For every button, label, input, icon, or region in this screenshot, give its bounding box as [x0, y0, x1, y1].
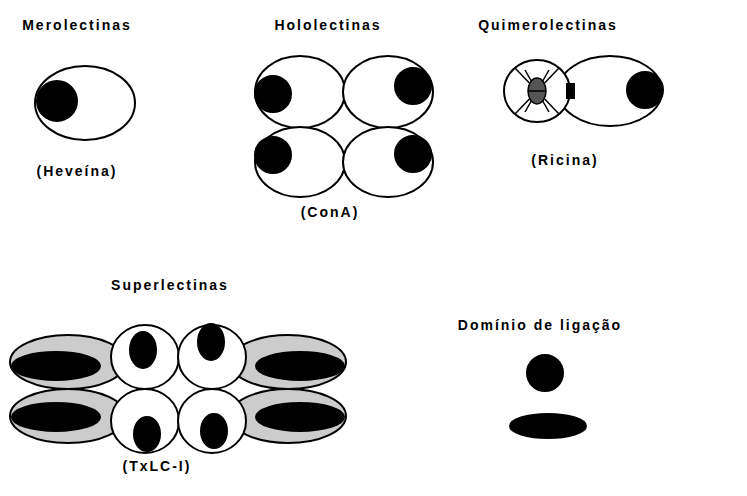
- catalytic-pattern: [515, 68, 559, 114]
- lectin-class: Merolectinas (Heveína): [8, 10, 158, 190]
- binding-site: [256, 352, 344, 380]
- binding-site: [256, 403, 344, 431]
- subunit: [343, 127, 433, 197]
- binding-site: [255, 137, 291, 173]
- carbohydrate-free-domain: [35, 66, 135, 140]
- binding-site: [201, 414, 227, 448]
- binding-site: [12, 403, 100, 431]
- second-domain: [230, 335, 346, 389]
- lectin-class: Domínio de ligação: [420, 305, 660, 445]
- binding-site: [12, 352, 100, 380]
- binding-site: [395, 68, 431, 104]
- subunit: [255, 56, 345, 128]
- subunit: [178, 325, 246, 389]
- subunit: [111, 389, 179, 453]
- subunit: [178, 389, 246, 453]
- linker: [567, 84, 574, 98]
- subunit: [255, 127, 345, 197]
- second-domain: [230, 389, 346, 443]
- example-name: (Heveína): [36, 163, 117, 179]
- subunit: [111, 325, 179, 389]
- lectin-class: Superlectinas (TxLC-I): [5, 270, 360, 485]
- binding-site: [510, 414, 586, 438]
- subunit: [343, 56, 433, 128]
- binding-site: [198, 324, 224, 360]
- binding-site: [527, 355, 563, 391]
- lectin-class: Hololectinas (ConA): [240, 10, 440, 225]
- binding-site: [37, 81, 77, 121]
- class-heading: Hololectinas: [274, 17, 381, 33]
- second-domain: [10, 335, 126, 389]
- lectin-domain: [558, 56, 662, 126]
- second-domain: [10, 389, 126, 443]
- class-heading: Merolectinas: [22, 17, 132, 33]
- class-heading: Superlectinas: [111, 277, 229, 293]
- binding-site: [627, 72, 663, 108]
- lectin-class: Quimerolectinas (Ricina): [460, 10, 710, 180]
- class-heading: Domínio de ligação: [458, 317, 622, 333]
- binding-site: [255, 76, 291, 112]
- binding-site: [395, 136, 431, 172]
- enzymatic-domain: [504, 60, 570, 122]
- example-name: (Ricina): [531, 152, 598, 168]
- binding-site: [130, 332, 156, 368]
- example-name: (ConA): [301, 204, 360, 220]
- example-name: (TxLC-I): [123, 458, 192, 474]
- class-heading: Quimerolectinas: [478, 17, 618, 33]
- binding-site: [134, 417, 160, 451]
